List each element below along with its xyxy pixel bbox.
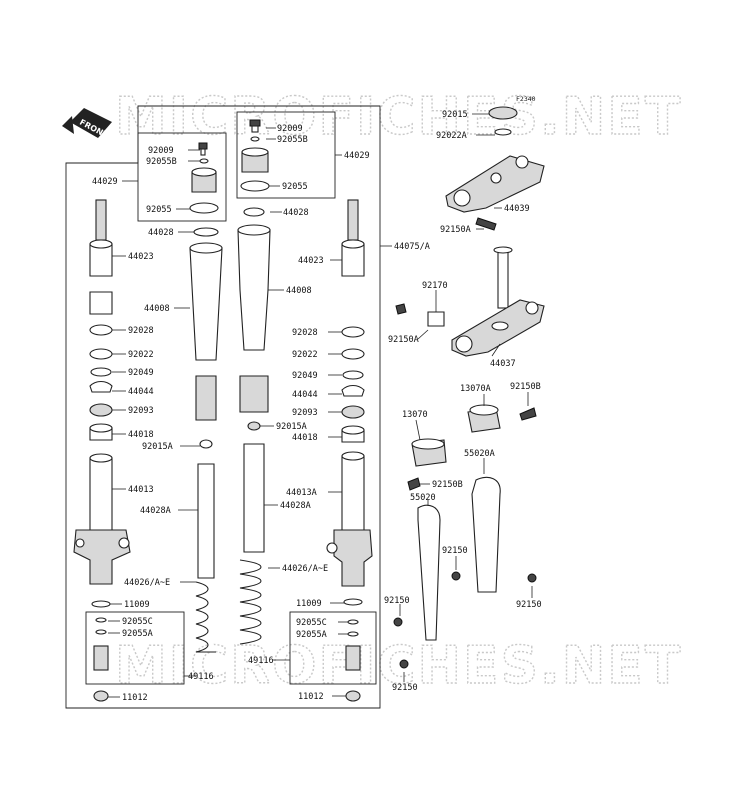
label-55020a: 55020A (464, 449, 495, 459)
label-44008-a: 44008 (144, 304, 170, 314)
label-44028a-a: 44028A (140, 506, 171, 516)
label-44028-b: 44028 (283, 208, 309, 218)
label-92015: 92015 (442, 110, 468, 120)
label-92150-c: 92150 (384, 596, 410, 606)
label-49116-b: 49116 (248, 656, 274, 666)
label-92055b-a: 92055B (146, 157, 177, 167)
label-92055-b: 92055 (282, 182, 308, 192)
right-outer-leg (326, 199, 373, 702)
label-92055a-a: 92055A (122, 629, 153, 639)
label-92028-b: 92028 (292, 328, 318, 338)
left-bottom-box (85, 611, 185, 685)
label-11012-a: 11012 (122, 693, 148, 703)
figure-reference: F2340 (516, 95, 536, 103)
label-92093-a: 92093 (128, 406, 154, 416)
label-92055-a: 92055 (146, 205, 172, 215)
right-inner-tube (237, 207, 271, 645)
label-44023-b: 44023 (298, 256, 324, 266)
label-92093-b: 92093 (292, 408, 318, 418)
label-44029-right: 44029 (344, 151, 370, 161)
label-44018-b: 44018 (292, 433, 318, 443)
label-92150a-a: 92150A (440, 225, 471, 235)
label-44028-a: 44028 (148, 228, 174, 238)
watermark-top: MICROFICHES.NET (115, 87, 682, 147)
label-44008-b: 44008 (286, 286, 312, 296)
left-cap-parts (189, 142, 219, 214)
label-92015a-a: 92015A (142, 442, 173, 452)
label-92009-b: 92009 (277, 124, 303, 134)
label-13070a: 13070A (460, 384, 491, 394)
label-92055a-b: 92055A (296, 630, 327, 640)
label-44039: 44039 (504, 204, 530, 214)
label-13070: 13070 (402, 410, 428, 420)
label-44044-b: 44044 (292, 390, 318, 400)
label-92055b-b: 92055B (277, 135, 308, 145)
label-44029-left: 44029 (92, 177, 118, 187)
label-92049-a: 92049 (128, 368, 154, 378)
left-cap-box (137, 132, 227, 222)
label-92022a: 92022A (436, 131, 467, 141)
label-92055c-b: 92055C (296, 618, 327, 628)
front-arrow-icon: FRONT (62, 108, 112, 140)
part-labels: 44029 44029 92009 92055B 92055 92009 920… (92, 110, 542, 703)
leader-lines (108, 113, 533, 698)
label-44026-b: 44026/A~E (282, 564, 328, 574)
right-bottom-box (289, 611, 377, 685)
upper-clamp-parts (445, 106, 545, 231)
label-49116-a: 49116 (188, 672, 214, 682)
label-92049-b: 92049 (292, 371, 318, 381)
label-44023-a: 44023 (128, 252, 154, 262)
label-44013a: 44013A (286, 488, 317, 498)
label-92015a-b: 92015A (276, 422, 307, 432)
label-44075: 44075/A (394, 242, 430, 252)
label-92150-b: 92150 (516, 600, 542, 610)
label-92022-a: 92022 (128, 350, 154, 360)
label-44018-a: 44018 (128, 430, 154, 440)
label-92028-a: 92028 (128, 326, 154, 336)
label-92055c-a: 92055C (122, 617, 153, 627)
right-cap-parts (240, 119, 270, 192)
label-44026-a: 44026/A~E (124, 578, 170, 588)
label-44013: 44013 (128, 485, 154, 495)
label-11012-b: 11012 (298, 692, 324, 702)
label-92009-a: 92009 (148, 146, 174, 156)
label-92150b-a: 92150B (510, 382, 541, 392)
guard-parts (393, 404, 537, 669)
label-44037: 44037 (490, 359, 516, 369)
label-92150b-b: 92150B (432, 480, 463, 490)
label-92150a-b: 92150A (388, 335, 419, 345)
label-92022-b: 92022 (292, 350, 318, 360)
label-44044-a: 44044 (128, 387, 154, 397)
label-44028a-b: 44028A (280, 501, 311, 511)
lower-clamp-parts (395, 246, 545, 357)
label-11009-a: 11009 (124, 600, 150, 610)
label-92170: 92170 (422, 281, 448, 291)
label-92150-d: 92150 (392, 683, 418, 693)
left-outer-leg (73, 199, 131, 702)
label-92150-a: 92150 (442, 546, 468, 556)
left-inner-tube (189, 227, 223, 653)
fork-assembly-frame (65, 105, 381, 709)
label-11009-b: 11009 (296, 599, 322, 609)
label-55020: 55020 (410, 493, 436, 503)
